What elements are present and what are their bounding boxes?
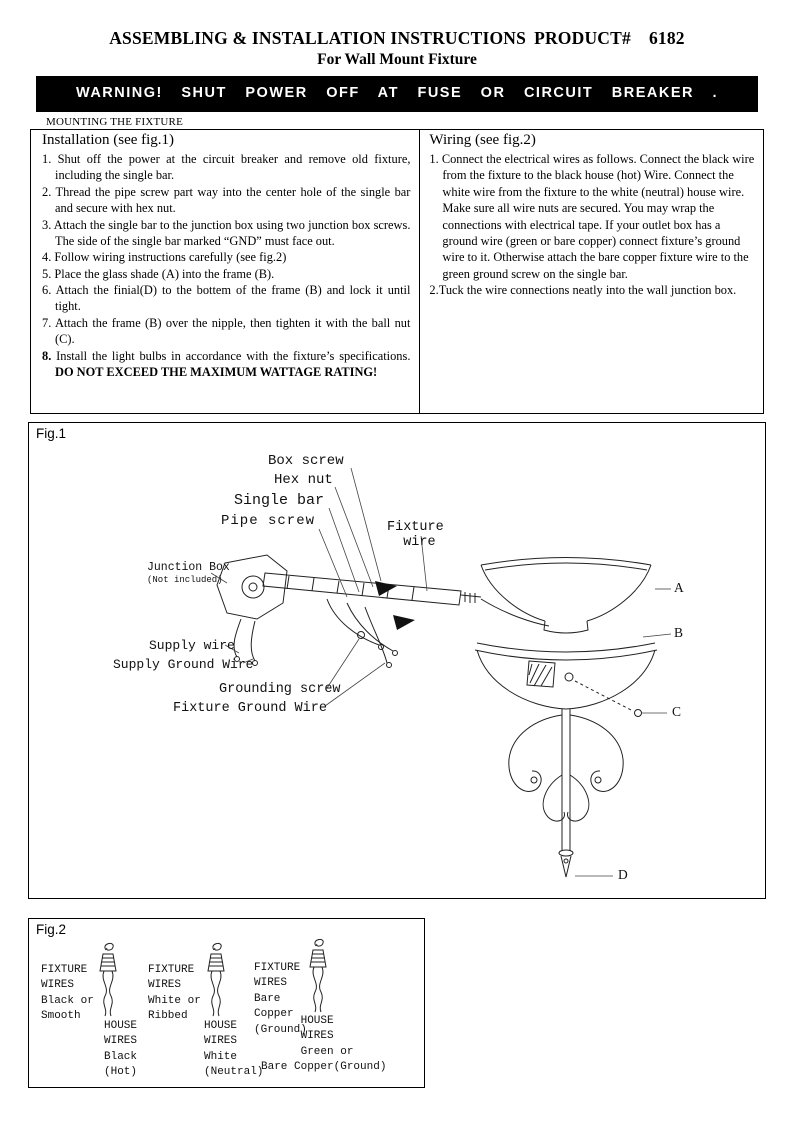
wiring-step: 1. Connect the electrical wires as follo… [429, 151, 755, 282]
step-number: 8. [42, 348, 52, 363]
product-label: PRODUCT# [534, 28, 631, 48]
step-number: 1. [42, 152, 52, 166]
step-number: 3. [42, 217, 52, 232]
step-number: 4. [42, 250, 52, 265]
label-fixture-ground-wire: Fixture Ground Wire [173, 701, 327, 716]
label-supply-wire: Supply wire [149, 638, 235, 653]
leader-lines [210, 467, 672, 877]
arrow-markers [375, 581, 415, 630]
part-label-d: D [618, 867, 628, 882]
step-number: 2. [42, 184, 52, 199]
installation-steps: 1. Shut off the power at the circuit bre… [42, 151, 410, 380]
header: ASSEMBLING & INSTALLATION INSTRUCTIONS PR… [0, 0, 794, 69]
label-grounding-screw: Grounding screw [219, 682, 341, 697]
step-text-bold: DO NOT EXCEED THE MAXIMUM WATTAGE RATING… [55, 364, 378, 379]
step-number: 6. [42, 283, 52, 297]
house-wires-label: HOUSE WIRES White (Neutral) [204, 1020, 264, 1079]
part-label-c: C [672, 704, 682, 719]
installation-heading: Installation (see fig.1) [42, 132, 175, 148]
installation-step: 5. Place the glass shade (A) into the fr… [42, 266, 410, 282]
step-text: Attach the finial(D) to the bottem of th… [51, 283, 411, 314]
installation-step: 6. Attach the finial(D) to the bottem of… [42, 282, 410, 315]
fixture-wires-label: FIXTURE WIRES Bare Copper (Ground) [254, 962, 307, 1036]
house-wires-label: HOUSE WIRES Green or Bare Copper(Ground) [261, 1015, 387, 1074]
fig1-label: Fig.1 [36, 426, 67, 441]
step-text: Attach the frame (B) over the nipple, th… [51, 315, 411, 347]
warning-text: WARNING! SHUT POWER OFF AT FUSE OR CIRCU… [75, 85, 719, 101]
label-supply-ground-wire: Supply Ground Wire [113, 657, 254, 672]
fixture-wires-label: FIXTURE WIRES White or Ribbed [148, 964, 201, 1023]
wiring-column: Wiring (see fig.2) 1. Connect the electr… [420, 130, 763, 413]
instructions-table: Installation (see fig.1) 1. Shut off the… [30, 129, 764, 414]
label-hex-nut: Hex nut [274, 472, 333, 488]
page-title: ASSEMBLING & INSTALLATION INSTRUCTIONS PR… [0, 28, 794, 49]
label-junction-box-note: (Not included) [147, 575, 223, 585]
fixture-wires-label: FIXTURE WIRES Black or Smooth [41, 964, 94, 1023]
step-number: 7. [42, 315, 52, 330]
warning-banner: WARNING! SHUT POWER OFF AT FUSE OR CIRCU… [36, 76, 758, 112]
wiring-step: 2.Tuck the wire connections neatly into … [429, 282, 755, 298]
step-number: 5. [42, 266, 52, 281]
step-text: Install the light bulbs in accordance wi… [51, 348, 411, 363]
step-text: Tuck the wire connections neatly into th… [438, 283, 737, 297]
installation-step: 2. Thread the pipe screw part way into t… [42, 184, 410, 217]
wire-nut-diagram [207, 942, 225, 1017]
label-pipe-screw: Pipe screw [221, 513, 316, 529]
step-number: 2. [429, 283, 439, 297]
label-junction-box: Junction Box [147, 561, 230, 574]
fig2-box: Fig.2 FIXTURE WIRES Black or Smooth HOUS… [28, 918, 425, 1088]
wiring-heading: Wiring (see fig.2) [429, 132, 536, 148]
section-label: MOUNTING THE FIXTURE [46, 116, 184, 128]
installation-column: Installation (see fig.1) 1. Shut off the… [31, 130, 421, 413]
step-number: 1. [429, 152, 439, 166]
wire-nut-diagram [99, 942, 117, 1017]
step-text: Place the glass shade (A) into the frame… [51, 266, 275, 281]
wiring-steps: 1. Connect the electrical wires as follo… [429, 151, 755, 298]
step-text: Attach the single bar to the junction bo… [51, 217, 411, 248]
installation-step: 4. Follow wiring instructions carefully … [42, 249, 410, 265]
doc-subtitle: For Wall Mount Fixture [317, 51, 477, 68]
step-text: Shut off the power at the circuit breake… [51, 152, 411, 183]
fig1-box: Fig.1 [28, 422, 766, 899]
house-wires-label: HOUSE WIRES Black (Hot) [104, 1020, 138, 1079]
step-text: Follow wiring instructions carefully (se… [51, 250, 287, 265]
installation-step: 1. Shut off the power at the circuit bre… [42, 151, 410, 184]
wall-fixture-diagram [210, 467, 672, 878]
wire-nut-diagram [309, 938, 327, 1013]
product-number: 6182 [648, 28, 685, 48]
installation-step: 7. Attach the frame (B) over the nipple,… [42, 315, 410, 348]
label-single-bar: Single bar [234, 492, 325, 509]
label-fixture-wire: Fixture wire [387, 520, 444, 550]
label-box-screw: Box screw [268, 453, 344, 469]
installation-step: 8. Install the light bulbs in accordance… [42, 348, 410, 381]
part-label-a: A [674, 580, 684, 595]
installation-step: 3. Attach the single bar to the junction… [42, 217, 410, 250]
step-text: Thread the pipe screw part way into the … [51, 184, 411, 216]
doc-title: ASSEMBLING & INSTALLATION INSTRUCTIONS [109, 28, 527, 48]
step-text: Connect the electrical wires as follows.… [438, 152, 755, 281]
part-label-b: B [674, 625, 684, 640]
fig2-label: Fig.2 [36, 922, 67, 937]
